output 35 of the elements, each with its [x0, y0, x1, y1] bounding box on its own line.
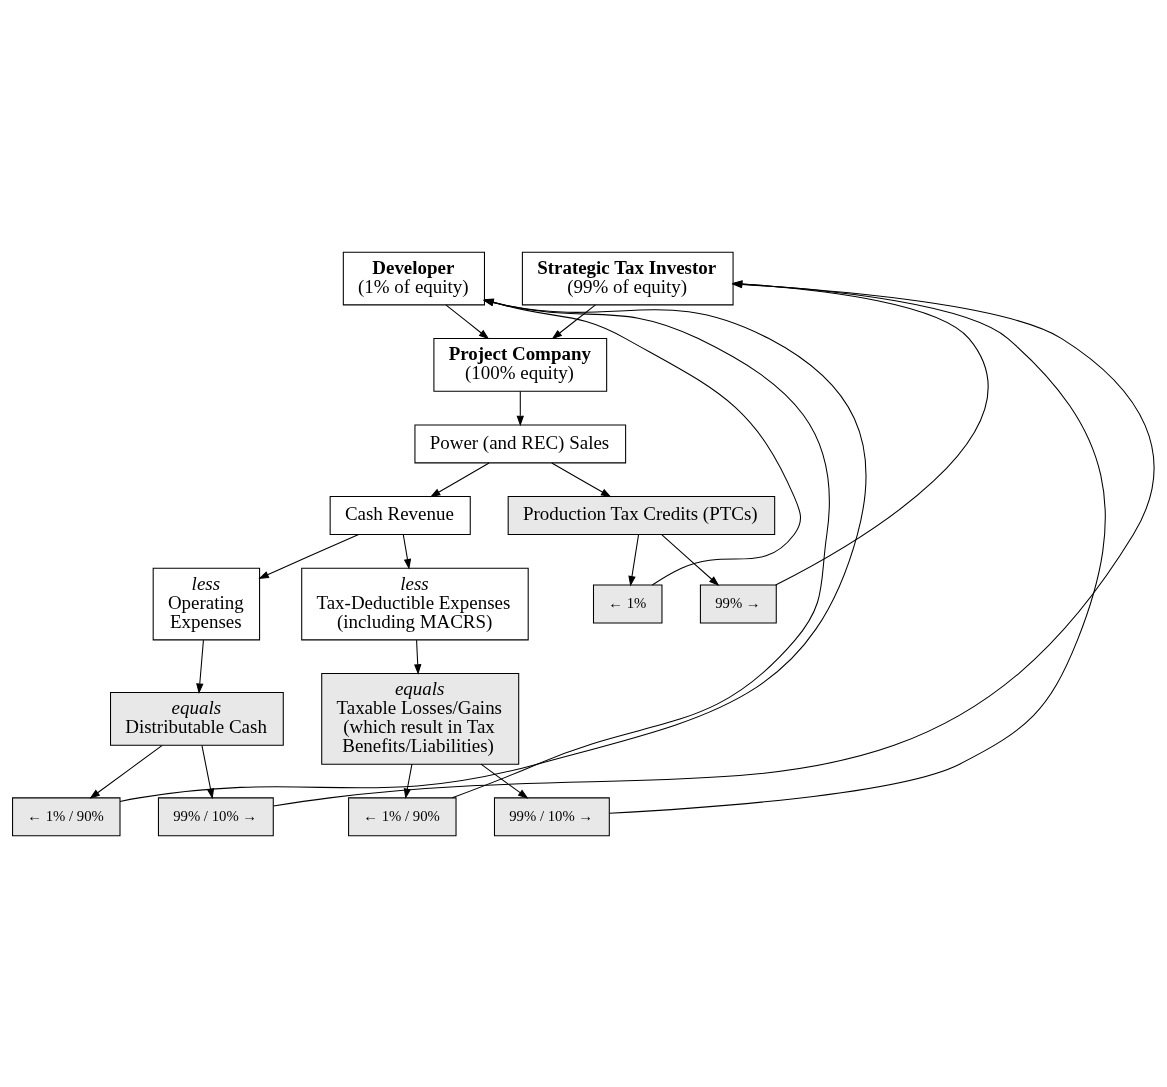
arrow	[731, 279, 989, 586]
node-box: less Operating Expenses	[152, 567, 261, 640]
arrow	[608, 280, 1106, 814]
arrow	[516, 390, 524, 426]
arrow	[201, 744, 215, 799]
node-box: ← 1%	[592, 584, 663, 624]
arrow	[414, 639, 422, 675]
arrow	[402, 533, 412, 569]
node-box: equals Taxable Losses/Gains (which result in Tax Benefits/Liabilities)	[321, 672, 520, 765]
arrow	[628, 533, 640, 587]
arrow	[272, 280, 1155, 807]
arrow	[429, 462, 490, 497]
node-box: less Tax-Deductible Expenses (including MACRS)	[301, 567, 529, 640]
node-box: 99% →	[699, 584, 777, 624]
node-box: 99% / 10% →	[157, 796, 274, 836]
arrow	[451, 298, 830, 798]
node-box: equals Distributable Cash	[110, 691, 284, 746]
node-box: ← 1% / 90%	[12, 796, 121, 836]
arrow	[445, 303, 490, 339]
arrow	[196, 639, 204, 694]
arrow	[661, 533, 720, 586]
arrow	[551, 303, 597, 339]
node-box: Project Company (100% equity)	[433, 337, 608, 392]
node-box: ← 1% / 90%	[348, 796, 457, 836]
arrow	[89, 744, 163, 799]
arrow	[258, 533, 360, 579]
node-box: Strategic Tax Investor (99% of equity)	[521, 251, 734, 305]
node-box: Production Tax Credits (PTCs)	[507, 495, 776, 535]
arrow	[551, 462, 612, 497]
node-box: Power (and REC) Sales	[414, 423, 627, 463]
arrow	[480, 763, 529, 799]
node-box: Cash Revenue	[329, 495, 471, 535]
node-box: 99% / 10% →	[493, 796, 610, 836]
node-box: Developer (1% of equity)	[342, 251, 485, 305]
arrow	[483, 298, 801, 586]
